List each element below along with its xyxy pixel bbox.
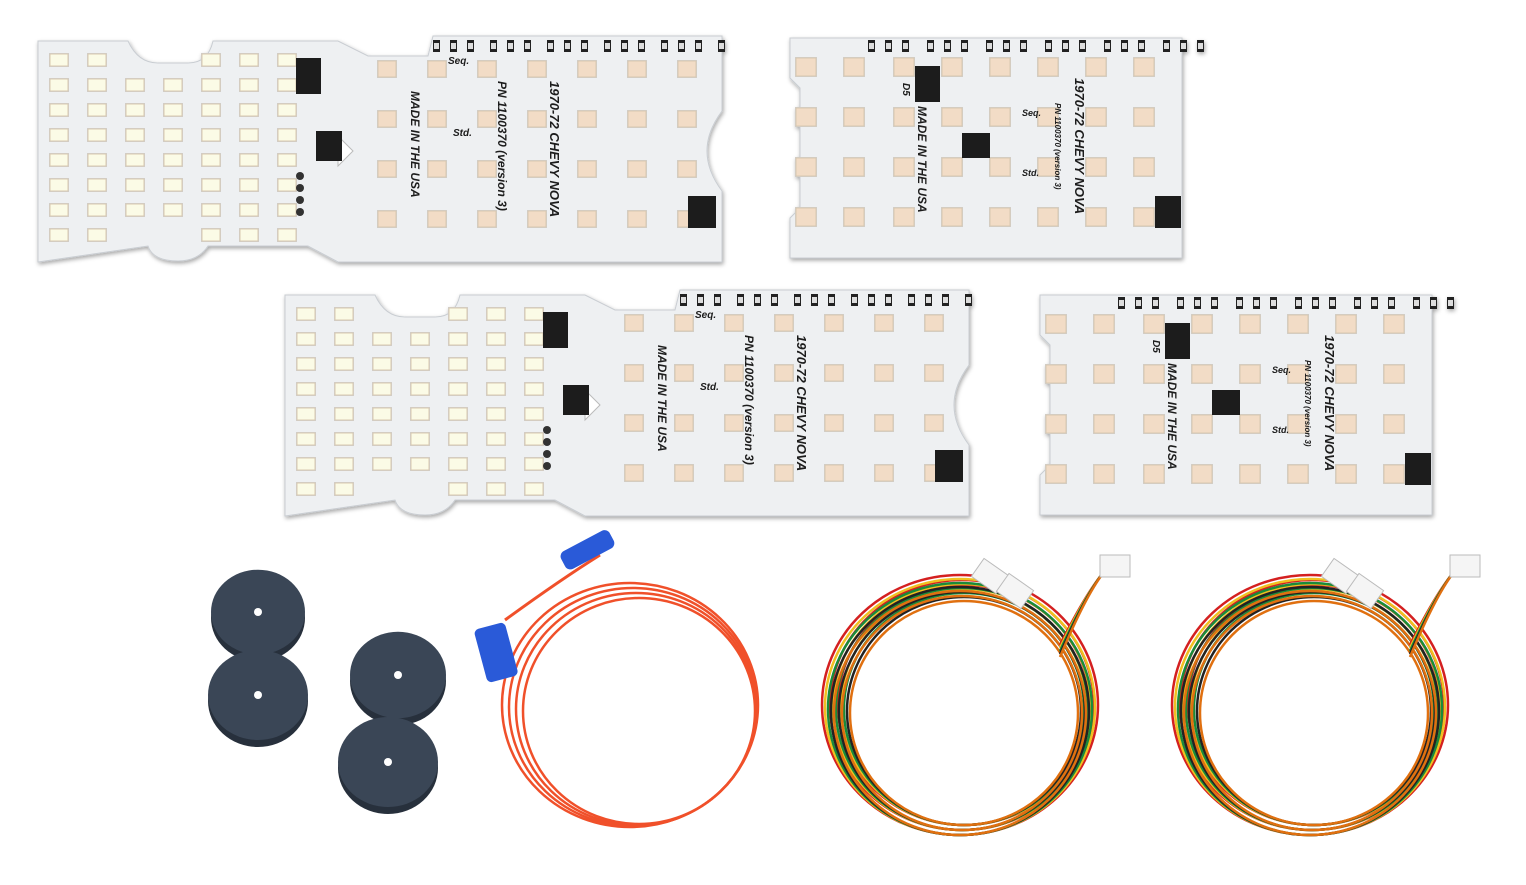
- wiring-harness: [1170, 564, 1461, 837]
- origin-label: MADE IN THE USA: [408, 91, 422, 198]
- regulator-chip: [543, 312, 568, 348]
- diode-label: D5: [1150, 340, 1161, 353]
- via: [543, 462, 551, 470]
- origin-label: MADE IN THE USA: [915, 106, 929, 213]
- std-label: Std.: [1022, 168, 1039, 178]
- std-label: Std.: [453, 128, 472, 139]
- rubber-grommet: [211, 569, 305, 662]
- diode-label: D5: [900, 83, 911, 96]
- small-led-board: 1970-72 CHEVY NOVA PN 1100370 (version 3)…: [789, 37, 1204, 259]
- std-label: Std.: [1272, 425, 1289, 435]
- orange-wire: [500, 553, 760, 829]
- large-led-board: 1970-72 CHEVY NOVA PN 1100370 (version 3)…: [37, 35, 725, 263]
- via: [296, 172, 304, 180]
- via: [543, 426, 551, 434]
- model-label: 1970-72 CHEVY NOVA: [1072, 78, 1087, 214]
- origin-label: MADE IN THE USA: [655, 345, 669, 452]
- ic-chip: [316, 131, 342, 161]
- ic-chip: [962, 133, 990, 158]
- transistor: [935, 450, 963, 482]
- seq-label: Seq.: [695, 310, 716, 321]
- regulator-chip: [296, 58, 321, 94]
- regulator-chip: [1165, 323, 1190, 359]
- origin-label: MADE IN THE USA: [1165, 363, 1179, 470]
- white-connector: [1099, 554, 1131, 578]
- model-label: 1970-72 CHEVY NOVA: [547, 81, 562, 217]
- seq-label: Seq.: [1272, 365, 1291, 375]
- via: [296, 196, 304, 204]
- part-number-label: PN 1100370 (version 3): [1303, 360, 1312, 447]
- ic-chip: [1212, 390, 1240, 415]
- part-number-label: PN 1100370 (version 3): [495, 81, 509, 211]
- model-label: 1970-72 CHEVY NOVA: [794, 335, 809, 471]
- std-label: Std.: [700, 382, 719, 393]
- seq-label: Seq.: [448, 56, 469, 67]
- via: [296, 208, 304, 216]
- large-led-board: 1970-72 CHEVY NOVA PN 1100370 (version 3)…: [284, 289, 972, 517]
- part-number-label: PN 1100370 (version 3): [1053, 103, 1062, 190]
- rubber-grommet: [208, 650, 308, 747]
- via: [543, 438, 551, 446]
- part-number-label: PN 1100370 (version 3): [742, 335, 756, 465]
- seq-label: Seq.: [1022, 108, 1041, 118]
- via: [296, 184, 304, 192]
- ic-chip: [563, 385, 589, 415]
- wiring-harness: [820, 564, 1111, 837]
- rubber-grommet: [350, 631, 446, 726]
- white-connector: [1449, 554, 1481, 578]
- model-label: 1970-72 CHEVY NOVA: [1322, 335, 1337, 471]
- small-led-board: 1970-72 CHEVY NOVA PN 1100370 (version 3)…: [1039, 294, 1454, 516]
- blue-spade-connector: [474, 622, 518, 683]
- regulator-chip: [915, 66, 940, 102]
- white-connector: [970, 557, 1035, 610]
- white-connector: [1320, 557, 1385, 610]
- blue-splice-connector: [560, 530, 615, 570]
- via: [543, 450, 551, 458]
- transistor: [1155, 196, 1181, 228]
- transistor: [1405, 453, 1431, 485]
- transistor: [688, 196, 716, 228]
- rubber-grommet: [338, 717, 438, 814]
